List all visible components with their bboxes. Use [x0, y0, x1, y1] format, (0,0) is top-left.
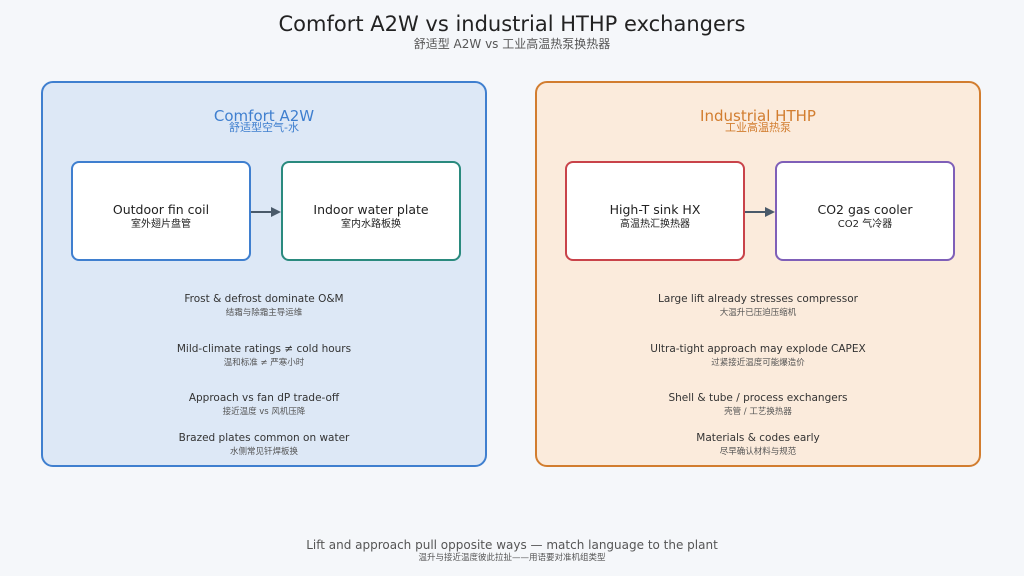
comfort-note-text: Mild-climate ratings ≠ cold hours [176, 343, 352, 355]
industrial-note: Ultra-tight approach may explode CAPEX 过… [537, 343, 979, 368]
comfort-note-subtext: 温和标准 ≠ 严寒小时 [223, 358, 305, 368]
industrial-note: Shell & tube / process exchangers 壳管 / 工… [537, 392, 979, 417]
comfort-a2w-panel: Comfort A2W 舒适型空气-水 Outdoor fin coil 室外翅… [41, 81, 487, 467]
comfort-note: Mild-climate ratings ≠ cold hours 温和标准 ≠… [43, 343, 485, 368]
footer-subcaption: 温升与接近温度彼此拉扯——用语要对准机组类型 [418, 553, 606, 563]
industrial-note-subtext: 壳管 / 工艺换热器 [724, 407, 792, 417]
comfort-note-subtext: 接近温度 vs 风机压降 [222, 407, 306, 417]
comfort-panel-subtitle: 舒适型空气-水 [229, 121, 299, 134]
industrial-note-text: Ultra-tight approach may explode CAPEX [650, 343, 866, 355]
flow-arrow-industrial [745, 207, 775, 217]
footer-caption: Lift and approach pull opposite ways — m… [306, 538, 718, 552]
indoor-water-plate-sublabel: 室内水路板换 [341, 219, 401, 230]
comfort-note-text: Frost & defrost dominate O&M [184, 293, 344, 305]
comfort-note: Frost & defrost dominate O&M 结霜与除霜主导运维 [43, 293, 485, 318]
indoor-water-plate-box: Indoor water plate 室内水路板换 [281, 161, 461, 261]
industrial-note-text: Materials & codes early [696, 432, 820, 444]
comfort-note-subtext: 结霜与除霜主导运维 [225, 308, 303, 318]
page-subtitle: 舒适型 A2W vs 工业高温热泵换热器 [413, 37, 611, 51]
high-t-sink-hx-box: High-T sink HX 高温热汇换热器 [565, 161, 745, 261]
outdoor-fin-coil-label: Outdoor fin coil [112, 202, 210, 217]
co2-gas-cooler-box: CO2 gas cooler CO2 气冷器 [775, 161, 955, 261]
industrial-hthp-panel: Industrial HTHP 工业高温热泵 High-T sink HX 高温… [535, 81, 981, 467]
comfort-note: Approach vs fan dP trade-off 接近温度 vs 风机压… [43, 392, 485, 417]
outdoor-fin-coil-box: Outdoor fin coil 室外翅片盘管 [71, 161, 251, 261]
co2-gas-cooler-label: CO2 gas cooler [817, 202, 913, 217]
indoor-water-plate-label: Indoor water plate [313, 202, 429, 217]
industrial-note-subtext: 过紧接近温度可能爆造价 [711, 358, 805, 368]
industrial-note: Large lift already stresses compressor 大… [537, 293, 979, 318]
comfort-note-subtext: 水侧常见钎焊板换 [229, 447, 298, 457]
industrial-note-text: Shell & tube / process exchangers [668, 392, 848, 404]
comfort-note: Brazed plates common on water 水侧常见钎焊板换 [43, 432, 485, 457]
industrial-note-text: Large lift already stresses compressor [658, 293, 858, 305]
industrial-note-subtext: 尽早确认材料与规范 [719, 447, 797, 457]
page-title: Comfort A2W vs industrial HTHP exchanger… [278, 12, 746, 36]
high-t-sink-hx-label: High-T sink HX [609, 202, 701, 217]
comfort-note-text: Approach vs fan dP trade-off [188, 392, 340, 404]
industrial-panel-subtitle: 工业高温热泵 [725, 121, 791, 134]
industrial-panel-title: Industrial HTHP [700, 107, 816, 125]
high-t-sink-hx-sublabel: 高温热汇换热器 [620, 219, 690, 230]
comfort-note-text: Brazed plates common on water [178, 432, 350, 444]
co2-gas-cooler-sublabel: CO2 气冷器 [837, 219, 893, 230]
arrow-head [271, 207, 281, 217]
arrow-head [765, 207, 775, 217]
comfort-panel-title: Comfort A2W [213, 107, 315, 125]
industrial-note-subtext: 大温升已压迫压缩机 [719, 308, 797, 318]
industrial-note: Materials & codes early 尽早确认材料与规范 [537, 432, 979, 457]
outdoor-fin-coil-sublabel: 室外翅片盘管 [131, 219, 191, 230]
flow-arrow-comfort [251, 207, 281, 217]
